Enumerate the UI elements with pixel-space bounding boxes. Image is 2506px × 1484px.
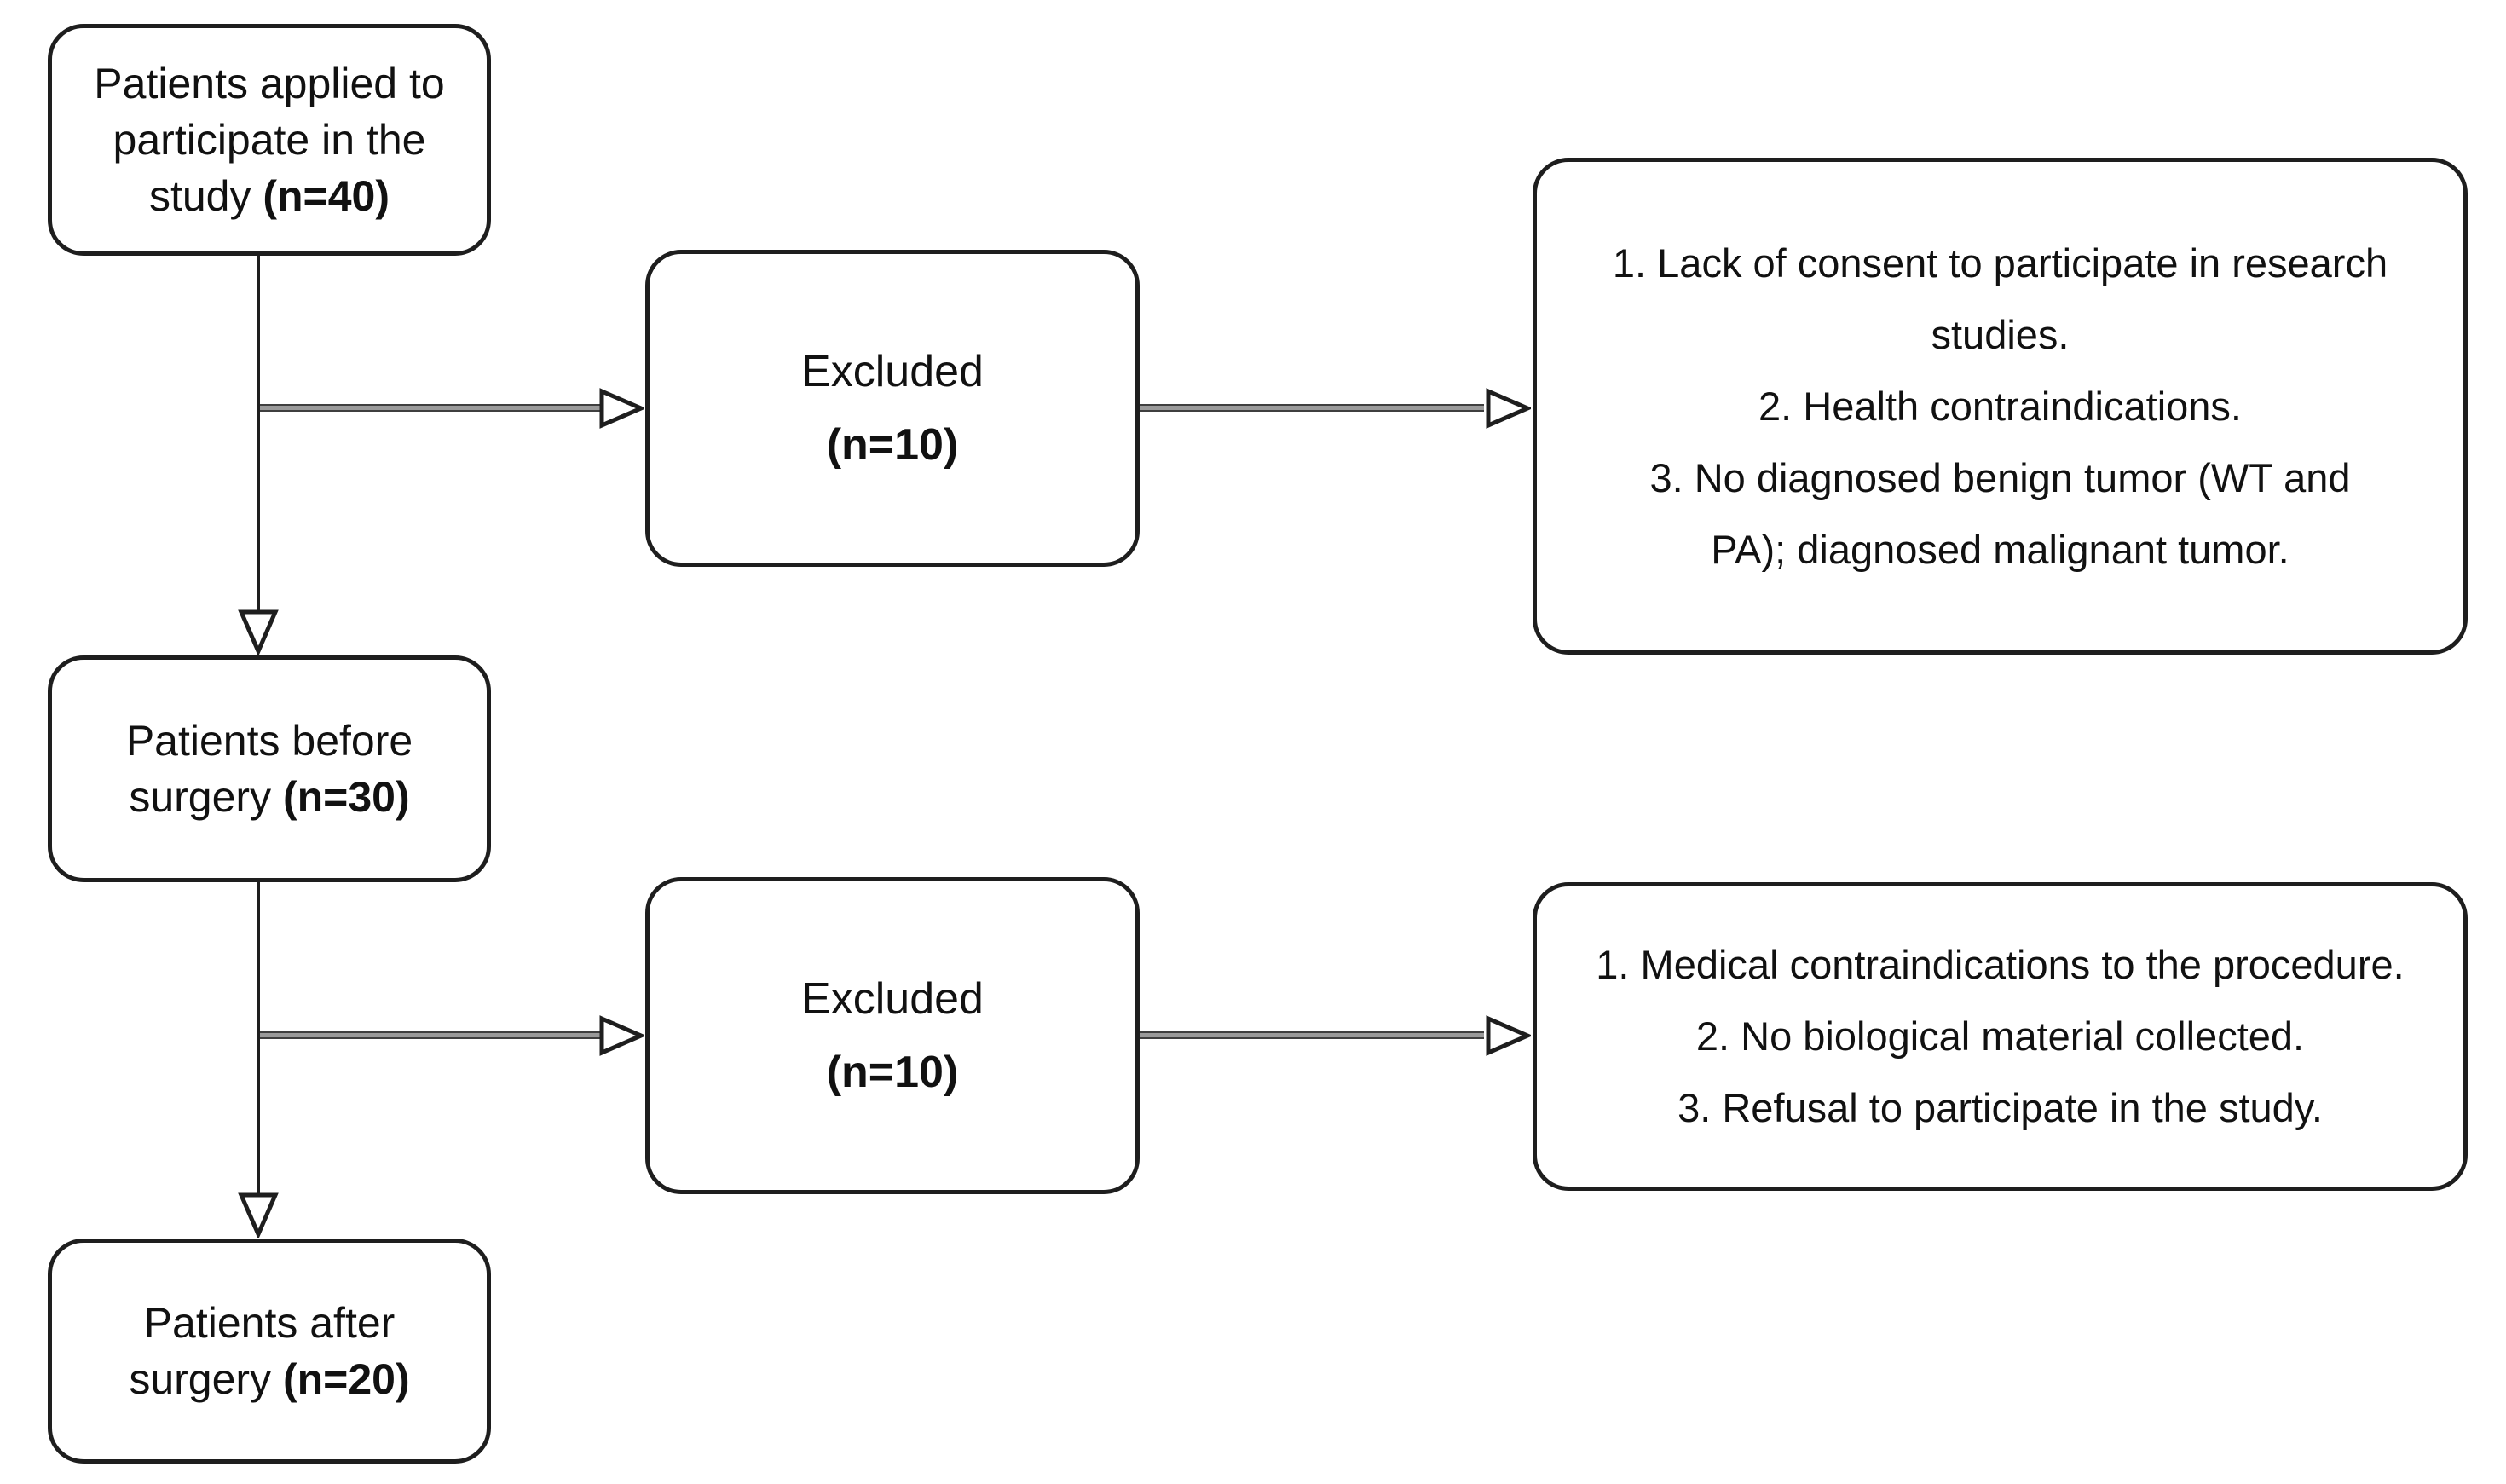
node-text-line: Excluded <box>801 347 984 396</box>
node-text-line: Patients before <box>125 717 413 765</box>
connector-applied-to-before-line <box>257 256 260 612</box>
node-patients-after-surgery: Patients after surgery (n=20) <box>48 1239 491 1464</box>
sample-size-label: (n=10) <box>826 420 959 470</box>
connector-excluded1-to-reasons1-line <box>1140 404 1484 412</box>
reason-line: 1. Medical contraindications to the proc… <box>1596 942 2405 987</box>
reason-line: 2. Health contraindications. <box>1758 383 2242 429</box>
reason-line: 3. Refusal to participate in the study. <box>1677 1085 2323 1130</box>
arrow-right-icon <box>1486 388 1531 429</box>
node-exclusion-reasons-1: 1. Lack of consent to participate in res… <box>1533 158 2468 655</box>
sample-size-label: (n=40) <box>263 172 390 220</box>
node-patients-applied: Patients applied to participate in the s… <box>48 24 491 256</box>
arrow-right-icon <box>599 388 644 429</box>
arrow-down-icon <box>238 609 279 655</box>
node-text-line: Excluded <box>801 974 984 1024</box>
reason-line: 3. No diagnosed benign tumor (WT and <box>1649 454 2351 500</box>
node-text-line: surgery (n=30) <box>129 769 409 825</box>
reason-line: 1. Lack of consent to participate in res… <box>1612 240 2388 286</box>
node-text-line: Patients applied to <box>94 60 445 107</box>
arrow-right-icon <box>599 1015 644 1056</box>
connector-branch1-to-excluded1-line <box>260 404 601 412</box>
node-text: surgery <box>129 773 283 821</box>
node-exclusion-reasons-2: 1. Medical contraindications to the proc… <box>1533 882 2468 1191</box>
arrow-right-icon <box>1486 1015 1531 1056</box>
node-patients-before-surgery: Patients before surgery (n=30) <box>48 655 491 882</box>
sample-size-label: (n=20) <box>282 1355 410 1403</box>
sample-size-label: (n=30) <box>282 773 410 821</box>
arrow-down-icon <box>238 1192 279 1238</box>
reason-line: studies. <box>1931 311 2070 357</box>
node-text-line: study (n=40) <box>149 168 390 224</box>
reason-line: PA); diagnosed malignant tumor. <box>1711 526 2289 572</box>
connector-before-to-after-line <box>257 882 260 1193</box>
reason-line: 2. No biological material collected. <box>1695 1013 2305 1059</box>
sample-size-label: (n=10) <box>826 1048 959 1097</box>
node-text-line: surgery (n=20) <box>129 1351 409 1407</box>
node-text-line: Patients after <box>143 1299 396 1347</box>
node-text: study <box>148 172 263 220</box>
node-text: surgery <box>129 1355 283 1403</box>
connector-excluded2-to-reasons2-line <box>1140 1031 1484 1039</box>
node-text-line: participate in the <box>113 116 426 164</box>
node-excluded-1: Excluded (n=10) <box>645 250 1140 567</box>
node-excluded-2: Excluded (n=10) <box>645 877 1140 1194</box>
connector-branch2-to-excluded2-line <box>260 1031 601 1039</box>
